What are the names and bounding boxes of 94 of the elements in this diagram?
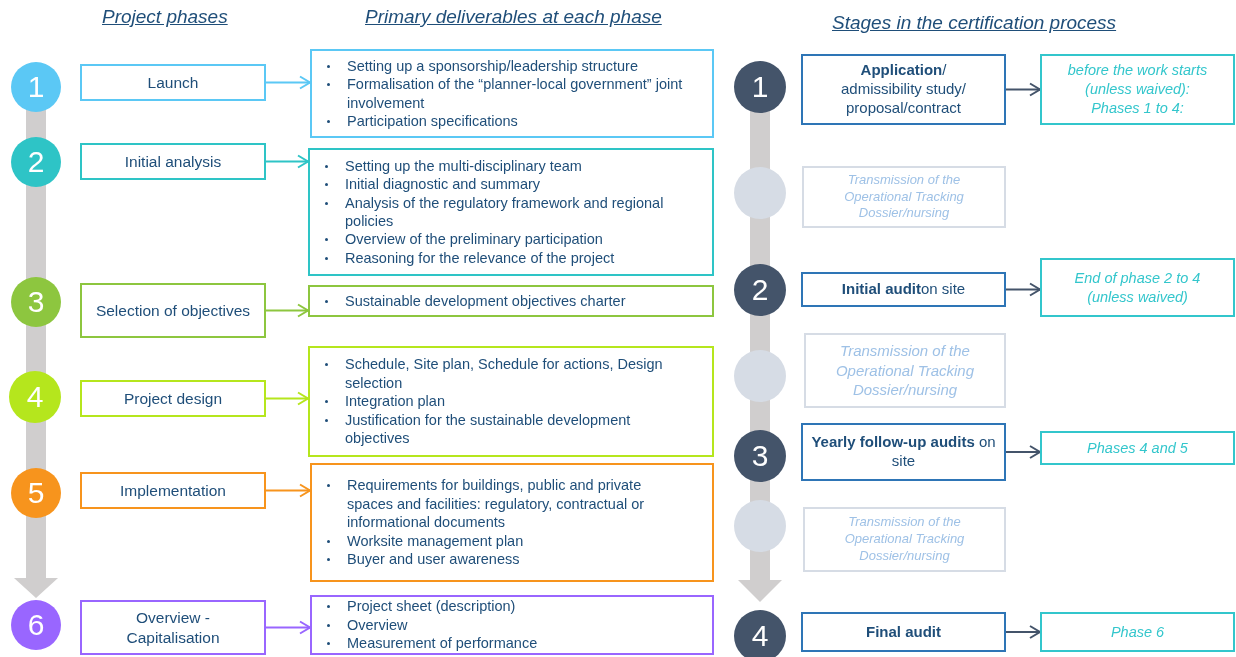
stage-label: Final audit <box>866 622 941 642</box>
deliverable-item: Project sheet (description) <box>347 598 516 615</box>
phase-label: Initial analysis <box>124 151 222 172</box>
arrow <box>265 75 311 90</box>
deliverable-item: Integration plan <box>345 393 445 410</box>
column-heading: Stages in the certification process <box>832 12 1117 34</box>
step-number-circle <box>734 264 786 316</box>
step-number: 3 <box>751 439 769 473</box>
column-heading: Project phases <box>102 6 228 28</box>
step-number: 4 <box>26 380 44 414</box>
arrow <box>1005 625 1041 639</box>
deliverable-item: Requirements for buildings, public and private spaces and facilities: regulatory, contractual or informational documents <box>347 477 645 531</box>
phase-box <box>80 143 266 180</box>
deliverable-item: Overview <box>347 616 408 633</box>
deliverables-box <box>310 49 714 138</box>
phase-box <box>80 600 266 655</box>
step-number-circle <box>11 137 61 187</box>
deliverables-box <box>308 346 714 457</box>
stage-box <box>801 272 1006 307</box>
stage-label: Application/ admissibility study/ proposal/contract <box>839 61 967 118</box>
step-number: 1 <box>751 70 769 104</box>
stage-label: Yearly follow-up audits on site <box>810 433 997 471</box>
transmission-label: Transmission of the Operational Tracking Dossier/nursing <box>843 514 966 565</box>
step-number-circle <box>11 277 61 327</box>
deliverable-item: Justification for the sustainable development objectives <box>345 411 631 447</box>
stage-label: Initial auditon site <box>841 280 966 299</box>
phase-label: Implementation <box>120 480 226 501</box>
deliverables-box <box>308 285 714 317</box>
timing-note-box <box>1040 431 1235 465</box>
step-number: 2 <box>751 273 769 307</box>
transmission-box <box>802 166 1006 228</box>
arrow <box>265 303 309 318</box>
step-number: 3 <box>27 285 45 319</box>
timing-note-box <box>1040 54 1235 125</box>
arrow <box>265 620 311 635</box>
phase-box <box>80 380 266 417</box>
step-number-circle <box>734 430 786 482</box>
deliverable-item: Initial diagnostic and summary <box>345 176 541 193</box>
step-circle <box>734 350 786 402</box>
deliverable-item: Setting up the multi-disciplinary team <box>345 157 582 174</box>
stage-box <box>801 612 1006 652</box>
deliverable-item: Buyer and user awareness <box>347 551 520 568</box>
transmission-box <box>804 333 1006 408</box>
arrow <box>1005 282 1041 297</box>
column-heading: Primary deliverables at each phase <box>365 6 662 28</box>
step-circle <box>734 167 786 219</box>
phase-label: Launch <box>147 72 199 93</box>
phase-label: Selection of objectives <box>95 300 251 321</box>
step-number: 4 <box>751 619 769 653</box>
transmission-box <box>803 507 1006 572</box>
timing-note: Phases 4 and 5 <box>1087 438 1188 458</box>
step-number-circle <box>734 610 786 657</box>
arrow <box>265 154 309 169</box>
step-number-circle <box>11 62 61 112</box>
deliverables-box <box>308 148 714 276</box>
arrow <box>265 483 311 498</box>
phase-box <box>80 472 266 509</box>
step-number: 5 <box>27 476 45 510</box>
stage-box <box>801 54 1006 125</box>
stage-box <box>801 423 1006 481</box>
arrow <box>265 391 309 406</box>
step-number: 6 <box>27 608 45 642</box>
deliverables-box <box>310 595 714 655</box>
deliverable-item: Schedule, Site plan, Schedule for actions, Design selection <box>345 356 663 391</box>
step-number: 1 <box>27 70 45 104</box>
step-number-circle <box>11 600 61 650</box>
deliverable-item: Measurement of performance <box>347 635 538 652</box>
transmission-label: Transmission of the Operational Tracking Dossier/nursing <box>834 341 976 400</box>
deliverable-item: Sustainable development objectives charter <box>345 292 626 309</box>
timing-note: End of phase 2 to 4 (unless waived) <box>1073 268 1202 307</box>
timing-note: Phase 6 <box>1110 622 1165 642</box>
step-number: 2 <box>27 145 45 179</box>
arrow <box>1005 445 1041 459</box>
timing-note-box <box>1040 612 1235 652</box>
step-number-circle <box>9 371 61 423</box>
timing-note-box <box>1040 258 1235 317</box>
step-number-circle <box>734 61 786 113</box>
timing-note: before the work starts (unless waived): Phases 1 to 4: <box>1066 61 1209 118</box>
deliverable-item: Analysis of the regulatory framework and regional policies <box>345 194 664 229</box>
phase-box <box>80 64 266 101</box>
phase-label: Overview - Capitalisation <box>125 608 221 647</box>
deliverables-box <box>310 463 714 582</box>
deliverable-item: Reasoning for the relevance of the project <box>345 249 615 266</box>
deliverable-item: Formalisation of the “planner-local government” joint involvement <box>347 76 683 111</box>
deliverable-item: Participation specifications <box>347 112 518 129</box>
step-circle <box>734 500 786 552</box>
arrow <box>1005 82 1041 97</box>
phase-label: Project design <box>123 388 223 409</box>
deliverable-item: Overview of the preliminary participation <box>345 231 603 248</box>
deliverable-item: Worksite management plan <box>347 532 524 549</box>
transmission-label: Transmission of the Operational Tracking Dossier/nursing <box>843 171 965 223</box>
phase-box <box>80 283 266 338</box>
step-number-circle <box>11 468 61 518</box>
deliverable-item: Setting up a sponsorship/leadership structure <box>347 57 638 74</box>
